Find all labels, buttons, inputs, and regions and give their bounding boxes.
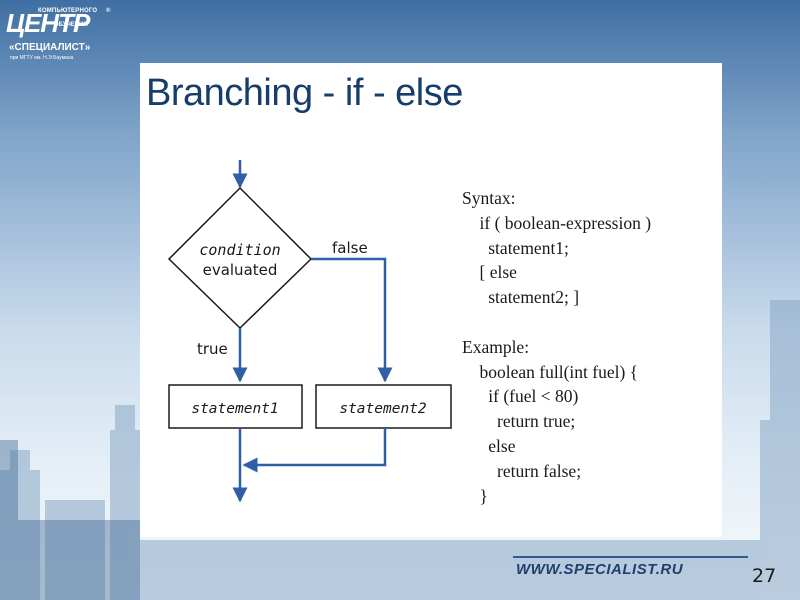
example-line: } bbox=[462, 484, 717, 509]
statement2-label: statement2 bbox=[339, 401, 426, 417]
syntax-line: [ else bbox=[462, 260, 717, 285]
listing-spacer bbox=[462, 310, 717, 335]
syntax-line: statement1; bbox=[462, 236, 717, 261]
logo-brand-text: «СПЕЦИАЛИСТ» bbox=[9, 42, 90, 53]
page-number: 27 bbox=[752, 565, 776, 587]
syntax-line: statement2; ] bbox=[462, 285, 717, 310]
footer-divider bbox=[513, 556, 748, 558]
syntax-and-example-listing: Syntax: if ( boolean-expression ) statem… bbox=[462, 186, 717, 508]
syntax-header: Syntax: bbox=[462, 186, 717, 211]
logo-sub-text: при МГТУ им. Н.Э.Баумана bbox=[10, 55, 73, 61]
footer-website-link[interactable]: WWW.SPECIALIST.RU bbox=[516, 561, 683, 578]
false-label: false bbox=[332, 239, 368, 257]
merge-arrow bbox=[244, 428, 385, 465]
evaluated-label: evaluated bbox=[203, 261, 278, 279]
false-branch-arrow bbox=[311, 259, 385, 381]
condition-label: condition bbox=[199, 241, 280, 259]
example-line: boolean full(int fuel) { bbox=[462, 360, 717, 385]
example-line: return true; bbox=[462, 409, 717, 434]
logo-mid-text: ОБУЧЕНИЯ bbox=[54, 22, 88, 28]
example-line: return false; bbox=[462, 459, 717, 484]
example-header: Example: bbox=[462, 335, 717, 360]
statement1-label: statement1 bbox=[191, 401, 278, 417]
example-line: else bbox=[462, 434, 717, 459]
example-line: if (fuel < 80) bbox=[462, 384, 717, 409]
specialist-logo: КОМПЬЮТЕРНОГО ЦЕНТР ОБУЧЕНИЯ «СПЕЦИАЛИСТ… bbox=[6, 6, 114, 62]
true-label: true bbox=[197, 340, 228, 358]
logo-registered-mark: ® bbox=[106, 8, 110, 14]
syntax-line: if ( boolean-expression ) bbox=[462, 211, 717, 236]
